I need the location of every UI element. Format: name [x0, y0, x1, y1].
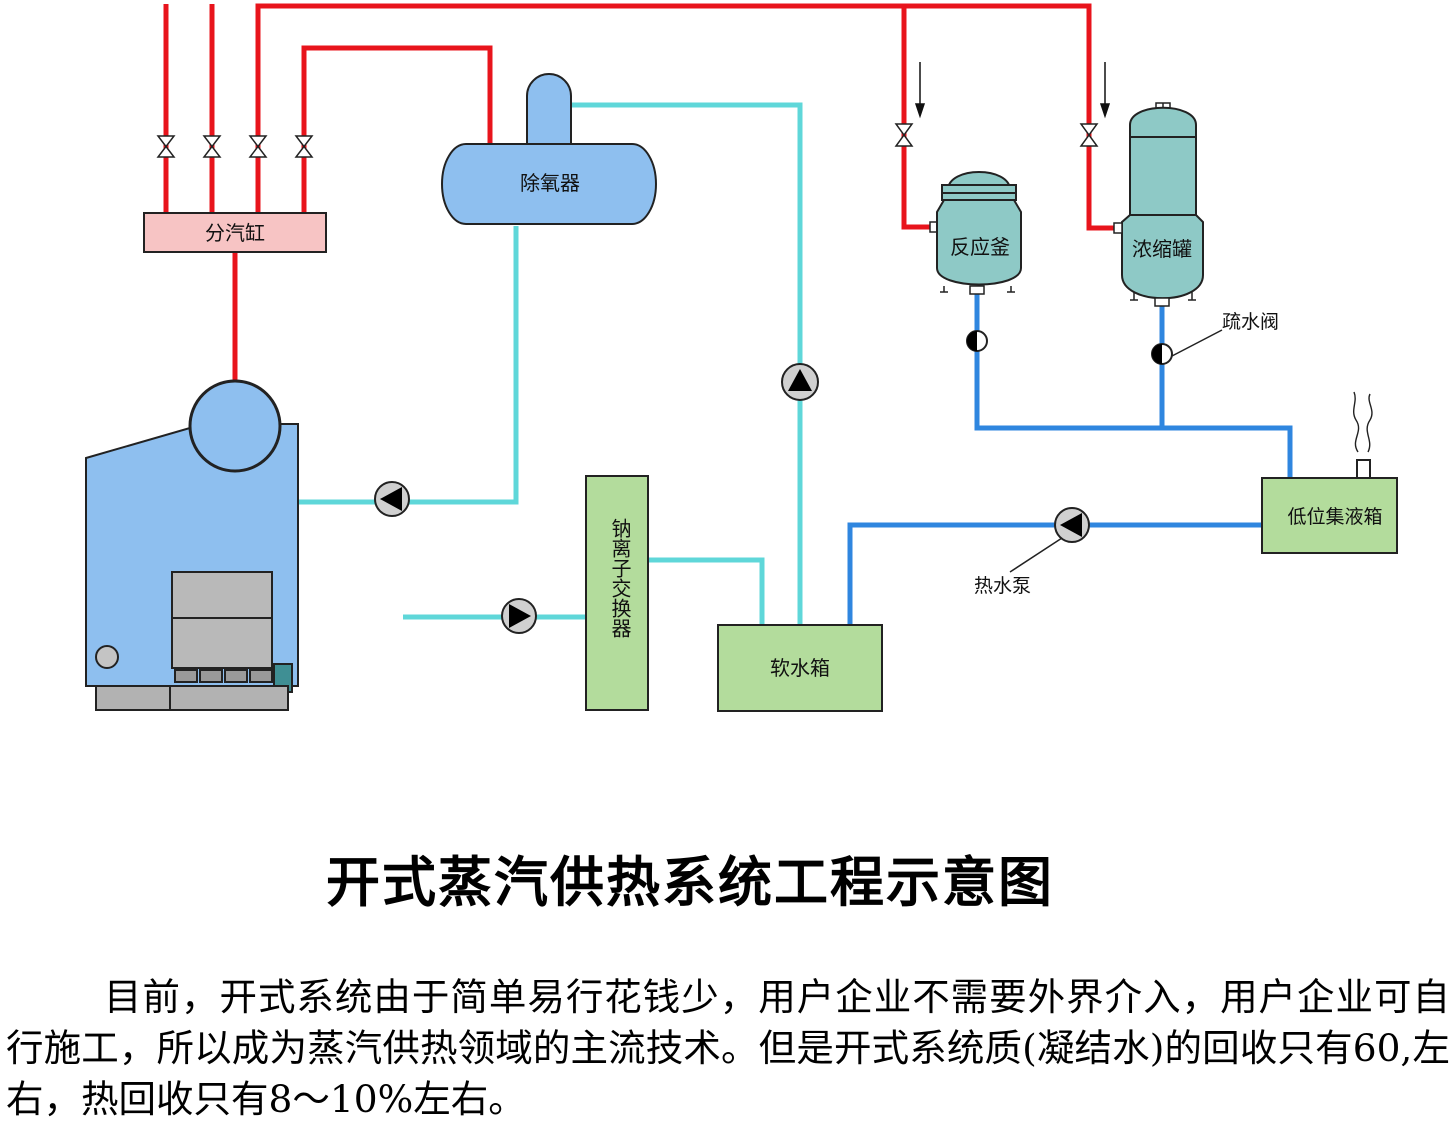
steam-header-label: 分汽缸	[205, 221, 265, 245]
steam-pipes	[163, 3, 1115, 380]
feed-pump-icon[interactable]	[374, 481, 410, 517]
condensate-pipes	[847, 286, 1293, 625]
trap-valve-label: 疏水阀	[1222, 311, 1279, 333]
soft-water-tank[interactable]: 软水箱	[717, 624, 883, 712]
sodium-ion-exchanger[interactable]: 钠离子交换器	[585, 475, 649, 711]
steam-trap-icon[interactable]	[1151, 343, 1173, 365]
circulation-pump-icon[interactable]	[781, 363, 819, 401]
valve-icon[interactable]	[202, 135, 222, 158]
reactor-label: 反应釜	[950, 235, 1010, 259]
steam-system-diagram: 分汽缸 除氧器	[85, 3, 1398, 712]
valve-icon[interactable]	[1079, 123, 1099, 147]
low-tank-label: 低位集液箱	[1287, 506, 1382, 528]
vapor-icon	[1353, 391, 1373, 453]
boiler[interactable]	[85, 379, 299, 711]
deaerator-label: 除氧器	[520, 171, 580, 195]
boiler-base	[95, 685, 289, 711]
page-title: 开式蒸汽供热系统工程示意图	[326, 851, 1054, 914]
boiler-drum	[188, 379, 282, 473]
low-level-collection-tank[interactable]: 低位集液箱	[1261, 459, 1398, 554]
description-paragraph: 目前，开式系统由于简单易行花钱少，用户企业不需要外界介入，用户企业可自行施工，所…	[6, 975, 1450, 1121]
trap-valve-leader	[1171, 329, 1223, 357]
valve-icon[interactable]	[156, 135, 176, 158]
hot-water-pump-icon[interactable]	[1054, 507, 1090, 543]
soft-tank-label: 软水箱	[770, 656, 830, 680]
valve-icon[interactable]	[248, 135, 268, 158]
arrow-down-icon	[914, 62, 926, 119]
hot-pump-label: 热水泵	[974, 575, 1031, 597]
raw-water-pump-icon[interactable]	[501, 598, 537, 634]
valve-icon[interactable]	[894, 123, 914, 147]
valve-icon[interactable]	[294, 135, 314, 158]
steam-trap-icon[interactable]	[966, 330, 988, 352]
reactor[interactable]: 反应釜	[929, 171, 1022, 295]
boiler-furnace-door	[171, 571, 273, 669]
steam-header[interactable]: 分汽缸	[143, 212, 327, 253]
hot-pump-leader	[1009, 537, 1063, 573]
arrow-down-icon	[1099, 62, 1111, 119]
concentrator-label: 浓缩罐	[1132, 237, 1192, 261]
water-pipes	[298, 102, 803, 625]
concentrator[interactable]: 浓缩罐	[1113, 102, 1204, 307]
deaerator[interactable]: 除氧器	[441, 73, 657, 225]
ion-exchanger-label: 钠离子交换器	[608, 518, 632, 638]
boiler-grate	[174, 669, 273, 683]
boiler-gauge	[95, 645, 119, 669]
